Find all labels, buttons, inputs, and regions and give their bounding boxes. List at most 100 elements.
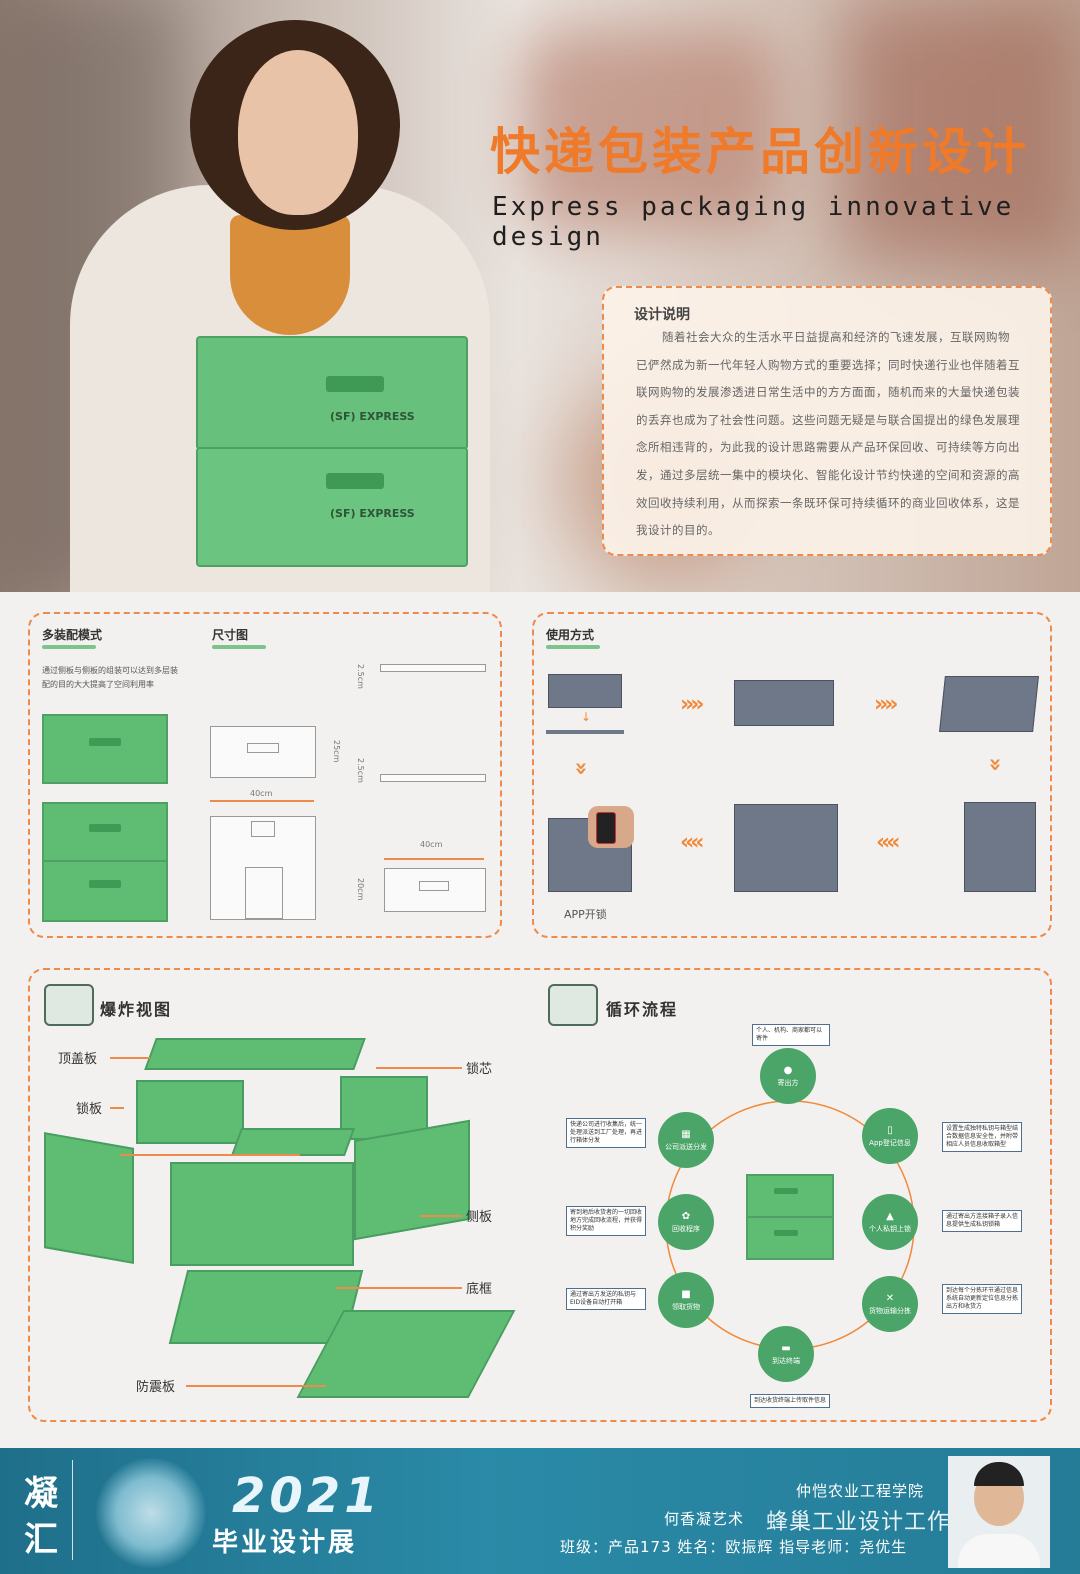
cycle-node-arrival: ▬到达终端 bbox=[758, 1326, 814, 1382]
expo-name: 毕业设计展 bbox=[212, 1528, 358, 1558]
school-name: 仲恺农业工程学院 bbox=[796, 1482, 925, 1500]
description-panel bbox=[602, 286, 1052, 556]
page-title-chinese: 快递包装产品创新设计 bbox=[490, 123, 1030, 181]
dimension-label: 2.5cm bbox=[356, 758, 365, 783]
brand-char-2: 汇 bbox=[24, 1520, 58, 1560]
watermark-text: 蜂巢工业设计工作室 bbox=[766, 1510, 974, 1535]
leader-line bbox=[186, 1385, 326, 1387]
suitcase-icon bbox=[44, 984, 94, 1026]
cycle-node-sender: ●寄出方 bbox=[760, 1048, 816, 1104]
dandelion-graphic bbox=[96, 1458, 206, 1568]
cycle-flow-title: 循环流程 bbox=[606, 1000, 679, 1019]
description-title: 设计说明 bbox=[634, 307, 690, 323]
cycle-node-app-register: ▯App登记信息 bbox=[862, 1108, 918, 1164]
dimension-line bbox=[384, 858, 484, 860]
lock-mechanism-part bbox=[230, 1128, 356, 1156]
section-underline bbox=[42, 645, 96, 649]
app-unlock-caption: APP开锁 bbox=[564, 908, 607, 921]
top-plate-drawing bbox=[380, 664, 486, 672]
student-avatar bbox=[948, 1456, 1050, 1568]
usage-panel bbox=[532, 612, 1052, 938]
section-underline bbox=[212, 645, 266, 649]
background-blur bbox=[520, 30, 780, 230]
single-layer-box bbox=[42, 714, 168, 784]
curator-name: 何香凝艺术 bbox=[664, 1510, 745, 1528]
step-arrow-icon: »» bbox=[874, 692, 899, 717]
box-handle bbox=[774, 1188, 798, 1194]
truck-icon: ✕ bbox=[885, 1292, 895, 1304]
leader-line bbox=[110, 1057, 150, 1059]
dimension-label: 40cm bbox=[420, 840, 443, 849]
side-view-drawing bbox=[210, 726, 316, 778]
dimension-label: 20cm bbox=[356, 878, 365, 901]
lock-plate-label: 锁板 bbox=[76, 1102, 103, 1117]
top-view-drawing bbox=[210, 816, 316, 920]
cycle-info-transport: 到达每个分拣环节通过信息系统自动更新定位信息分拣出方和收货方 bbox=[942, 1284, 1022, 1314]
cycle-node-recycle: ✿回收程序 bbox=[658, 1194, 714, 1250]
top-cover-part bbox=[144, 1038, 366, 1070]
step-arrow-icon: « bbox=[568, 765, 594, 776]
box-body-part bbox=[170, 1162, 354, 1266]
sf-express-logo: (SF) EXPRESS bbox=[330, 410, 415, 423]
lock-plate-part-left bbox=[136, 1080, 244, 1144]
down-arrow-icon: ↓ bbox=[581, 710, 592, 724]
phone-icon bbox=[596, 812, 616, 844]
hero-banner: (SF) EXPRESS (SF) EXPRESS 快递包装产品创新设计 Exp… bbox=[0, 0, 1080, 592]
cycle-node-transport: ✕货物运输分拣 bbox=[862, 1276, 918, 1332]
top-cover-label: 顶盖板 bbox=[58, 1052, 98, 1067]
handle-outline bbox=[247, 743, 279, 753]
assembled-box-render bbox=[964, 802, 1036, 892]
step-arrow-icon: «« bbox=[876, 830, 901, 855]
step-arrow-icon: «« bbox=[680, 830, 705, 855]
lock-outline bbox=[251, 821, 275, 837]
description-text: 随着社会大众的生活水平日益提高和经济的飞速发展，互联网购物已俨然成为新一代年轻人… bbox=[636, 330, 1020, 538]
usage-title: 使用方式 bbox=[546, 628, 595, 642]
exploded-view-title: 爆炸视图 bbox=[100, 1000, 173, 1019]
brand-char-1: 凝 bbox=[24, 1474, 58, 1514]
assembly-note: 通过侧板与侧板的组装可以达到多层装配的目的大大提高了空间利用率 bbox=[42, 666, 178, 689]
double-layer-box-bottom bbox=[42, 860, 168, 922]
leader-line bbox=[110, 1107, 124, 1109]
handle-outline bbox=[419, 881, 449, 891]
cycle-info-sender: 个人、机构、商家都可以寄件 bbox=[752, 1024, 830, 1046]
box-lid-render bbox=[548, 674, 622, 708]
cycle-center-box-bottom bbox=[746, 1216, 834, 1260]
person-icon: ● bbox=[783, 1064, 793, 1076]
cycle-info-key: 通过寄出方连接箱子录入信息提供生成私钥锁箱 bbox=[942, 1210, 1022, 1232]
opened-box-render bbox=[939, 676, 1039, 732]
shock-plate-label: 防震板 bbox=[136, 1380, 176, 1395]
step-arrow-icon: » bbox=[982, 757, 1008, 768]
box-handle bbox=[774, 1230, 798, 1236]
person-photo-shirt bbox=[230, 215, 350, 335]
double-layer-box-top bbox=[42, 802, 168, 862]
side-panel-right bbox=[354, 1119, 470, 1241]
leader-line bbox=[376, 1067, 462, 1069]
folded-box-render bbox=[734, 680, 834, 726]
cycle-info-app: 设置生成独特私钥与箱型结合数据信息安全性，并附带相应人员信息收取箱型 bbox=[942, 1122, 1022, 1152]
lock-core-label: 锁芯 bbox=[466, 1062, 493, 1077]
cycle-info-pickup: 通过寄出方发送的私钥与EID设备自动打开箱 bbox=[566, 1288, 646, 1310]
hand-with-phone bbox=[588, 806, 634, 848]
page-title-english: Express packaging innovative design bbox=[492, 192, 1015, 252]
avatar-hair bbox=[974, 1462, 1024, 1486]
box-handle bbox=[89, 880, 121, 888]
package-icon: ■ bbox=[681, 1288, 691, 1300]
front-view-drawing bbox=[384, 868, 486, 912]
window-outline bbox=[245, 867, 283, 919]
cycle-info-recycle: 寄到地后收货者的一切回收地方完成回收流程，并获得积分奖励 bbox=[566, 1206, 646, 1236]
box-handle bbox=[89, 738, 121, 746]
dimension-label: 25cm bbox=[332, 740, 341, 763]
box-handle bbox=[326, 473, 384, 489]
exploded-cycle-panel bbox=[28, 968, 1052, 1422]
box-handle bbox=[89, 824, 121, 832]
avatar-shirt bbox=[958, 1534, 1040, 1568]
building-icon: ▦ bbox=[681, 1128, 691, 1140]
footer-banner: 凝 汇 2021 毕业设计展 仲恺农业工程学院 何香凝艺术 蜂巢工业设计工作室 … bbox=[0, 1448, 1080, 1574]
box-base-render bbox=[546, 730, 624, 734]
cycle-info-arrival: 到达收货终端上传取件信息 bbox=[750, 1394, 830, 1408]
divider bbox=[72, 1460, 73, 1560]
cycle-node-pickup: ■领取货物 bbox=[658, 1272, 714, 1328]
stacked-box-render bbox=[734, 804, 838, 892]
green-delivery-box-bottom: (SF) EXPRESS bbox=[196, 447, 468, 567]
student-info: 班级：产品173 姓名：欧振辉 指导老师：尧优生 bbox=[560, 1538, 908, 1556]
